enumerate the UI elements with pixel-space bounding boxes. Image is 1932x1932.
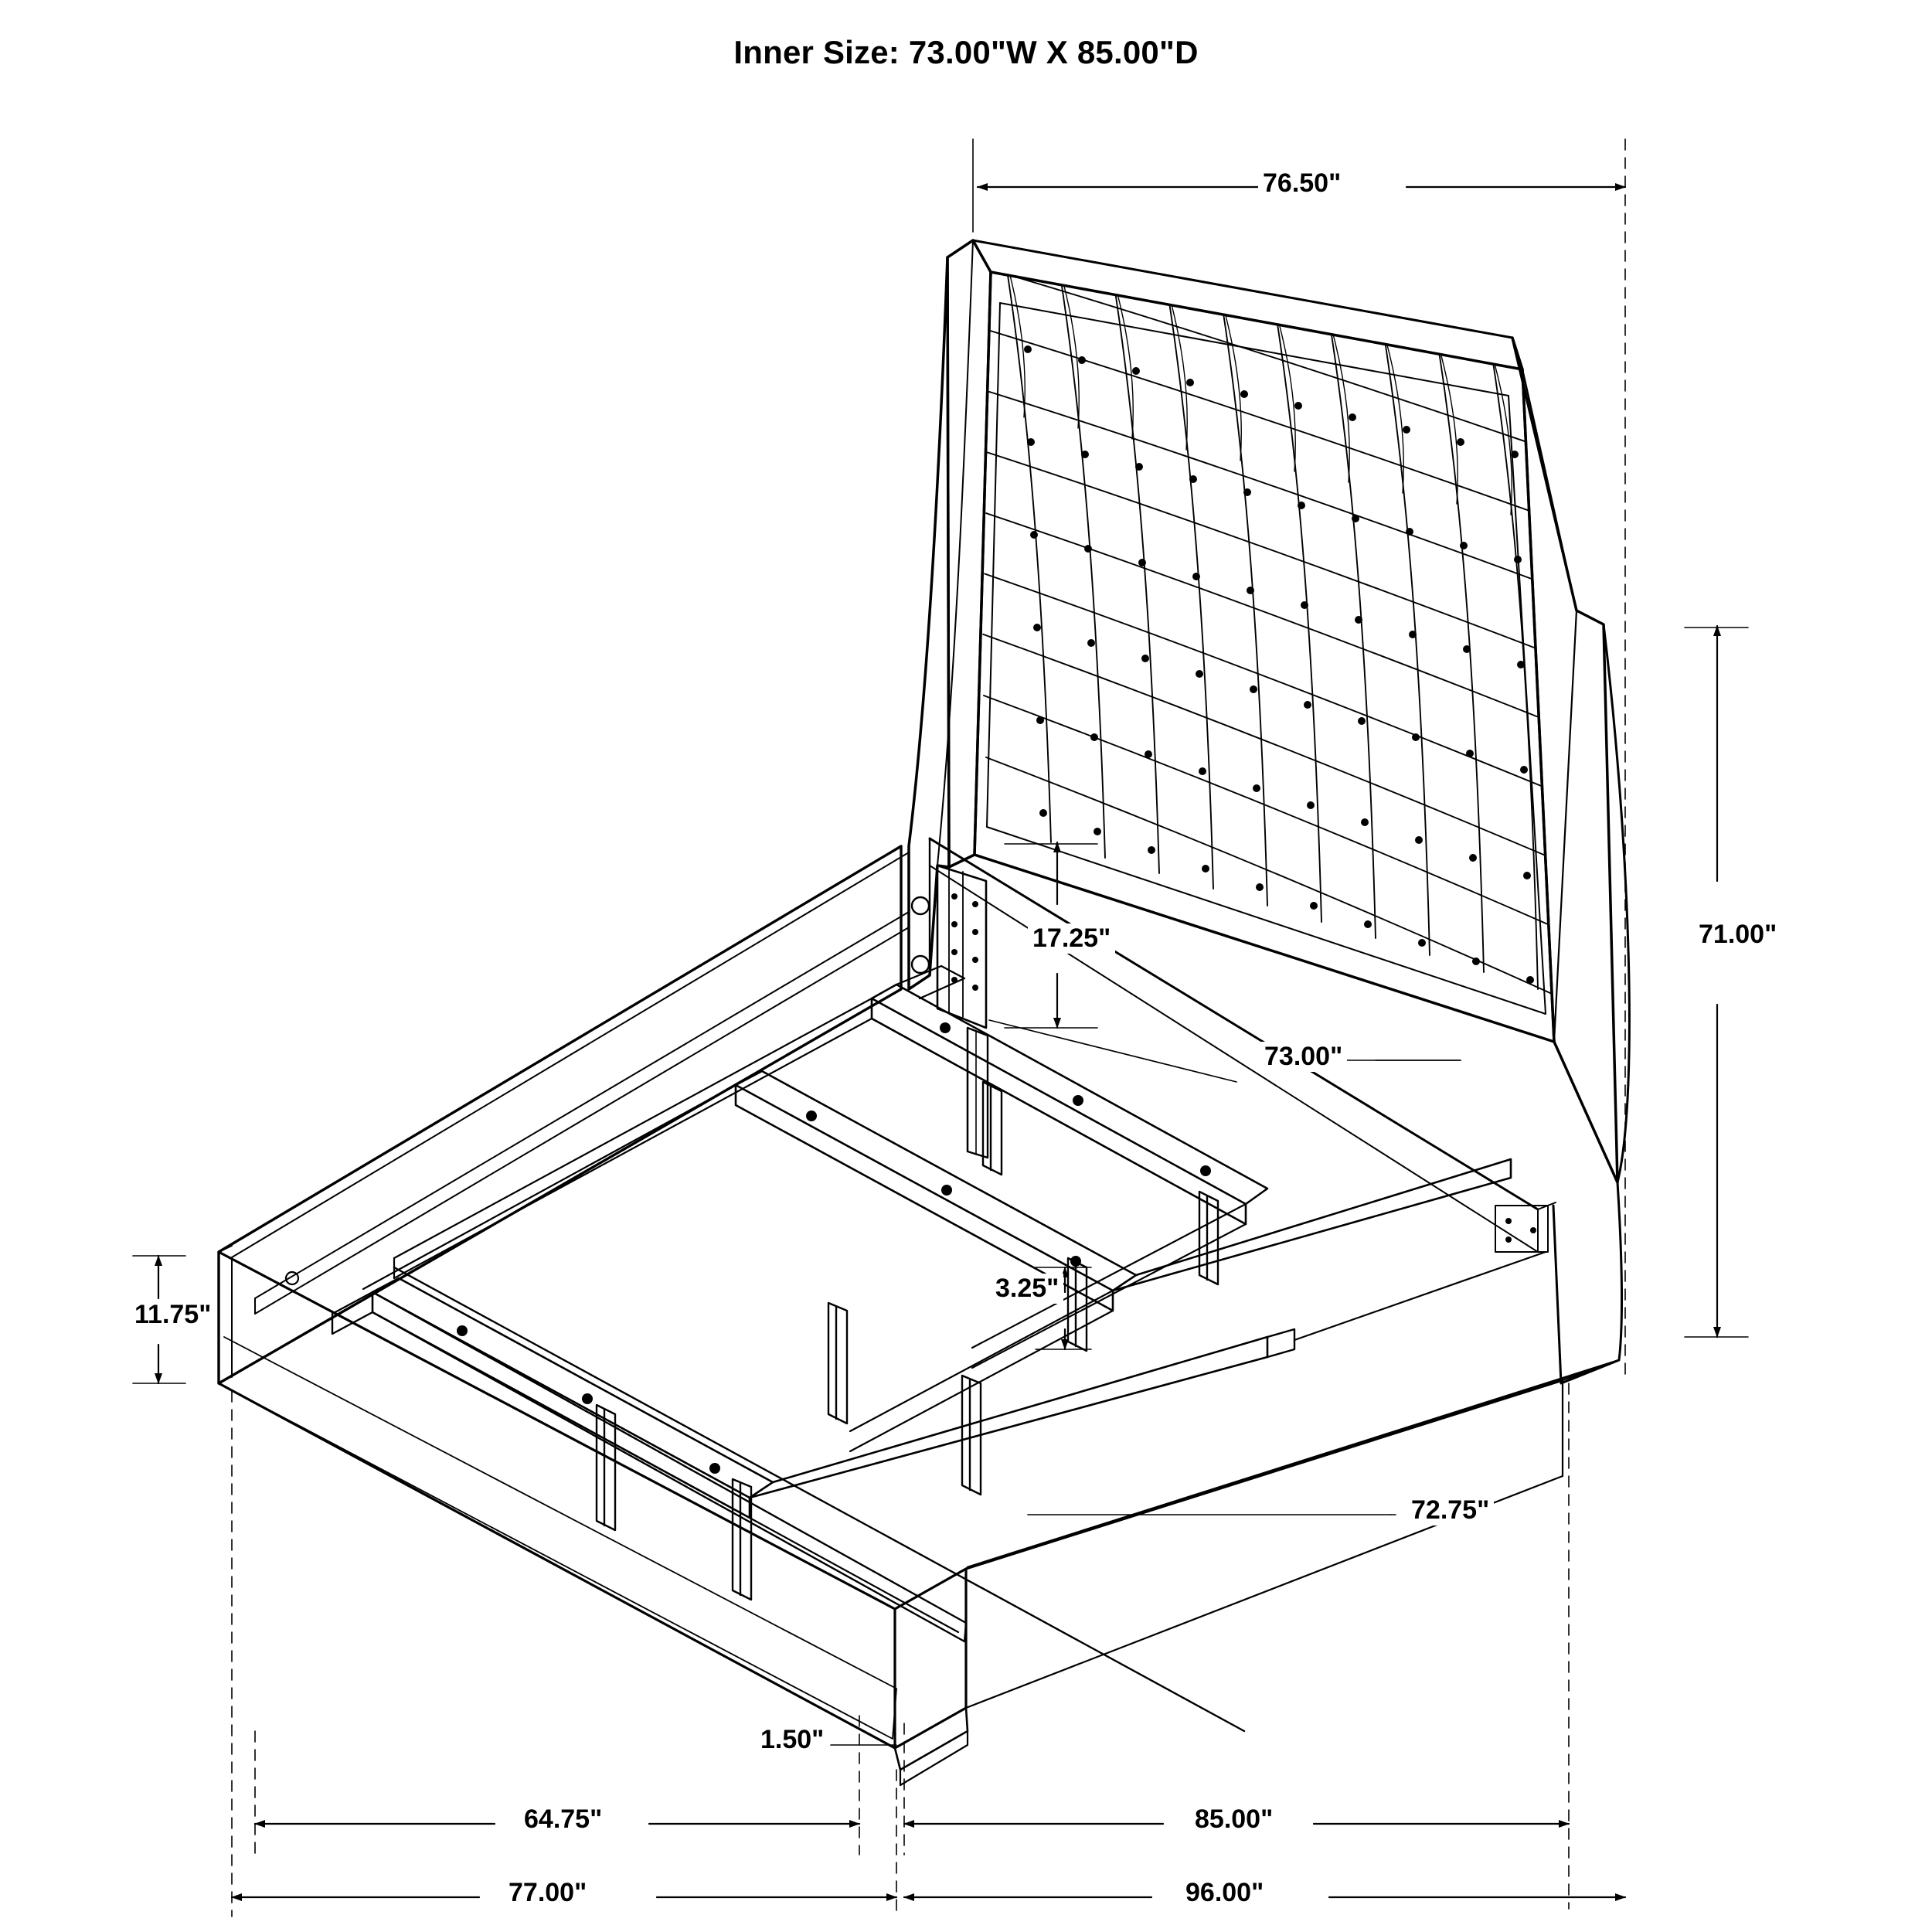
dimension-label-headboard-inner-width: 73.00" xyxy=(1260,1042,1348,1072)
dimension-label-inner-width: 72.75" xyxy=(1406,1495,1495,1526)
dimension-label-overall-width: 77.00" xyxy=(504,1878,592,1908)
page-title: Inner Size: 73.00"W X 85.00"D xyxy=(733,34,1199,70)
dimension-label-frame-side-height: 11.75" xyxy=(130,1300,216,1330)
dimension-label-headboard-width: 76.50" xyxy=(1258,168,1346,199)
dimension-label-slat-height: 3.25" xyxy=(991,1274,1064,1304)
dimension-label-foot-rail-height: 1.50" xyxy=(756,1725,829,1755)
dimension-label-headboard-inset-height: 17.25" xyxy=(1028,923,1116,954)
dimension-label-overall-height: 71.00" xyxy=(1694,920,1782,950)
dimension-label-inner-depth-front: 64.75" xyxy=(519,1804,607,1835)
dimension-label-inner-depth: 85.00" xyxy=(1190,1804,1278,1835)
dimension-label-overall-depth: 96.00" xyxy=(1181,1878,1269,1908)
